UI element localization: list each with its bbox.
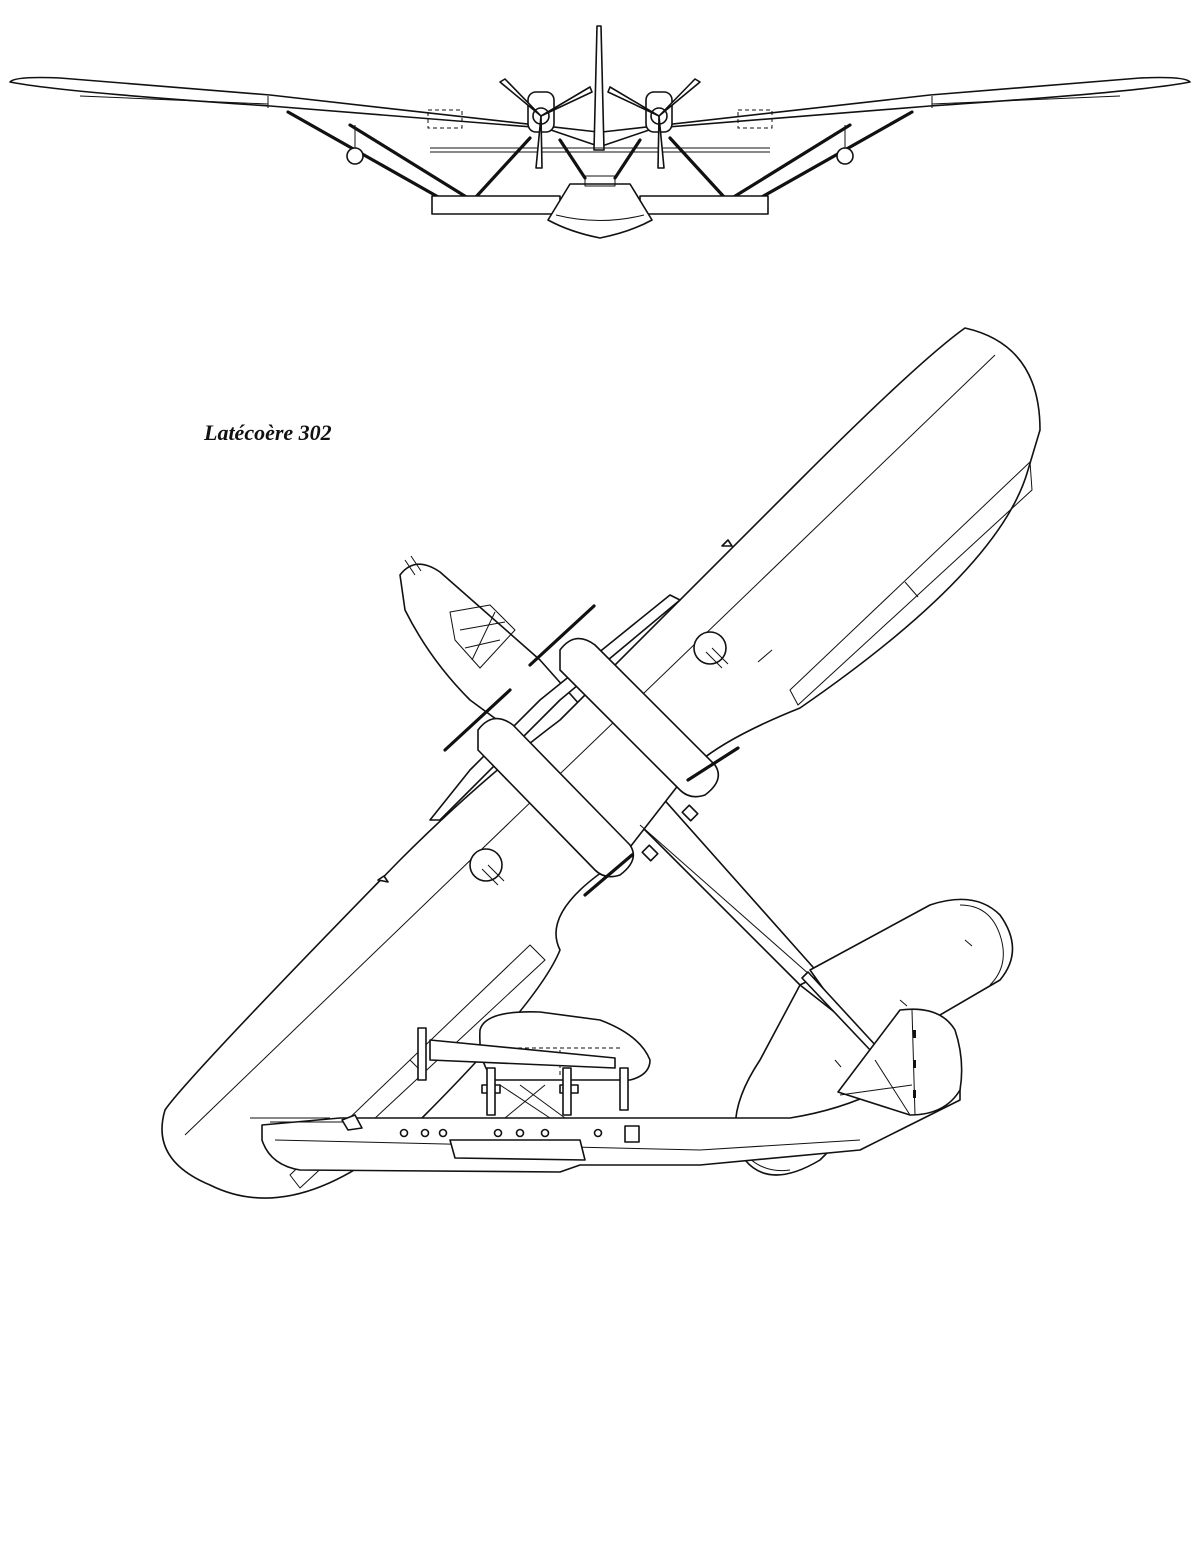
porthole-6 — [540, 1128, 550, 1138]
plan-prop-2 — [443, 688, 512, 752]
porthole-5 — [515, 1128, 525, 1138]
side-hull — [261, 1079, 961, 1173]
front-left-propeller — [499, 78, 542, 117]
plan-prop-4 — [583, 853, 634, 897]
front-hull — [547, 183, 653, 239]
plan-right-tailplane — [809, 898, 1014, 1051]
plan-prop-3 — [686, 746, 740, 782]
side-door — [624, 1125, 640, 1143]
plan-cockpit-glazing — [449, 604, 516, 669]
porthole-3 — [438, 1128, 448, 1138]
side-prop-2 — [562, 1067, 572, 1116]
front-right-wing — [601, 76, 1191, 147]
front-left-wing — [9, 76, 599, 147]
front-right-propeller — [607, 86, 660, 117]
porthole-2 — [420, 1128, 430, 1138]
side-vertical-tail — [837, 1008, 963, 1116]
plan-right-turret — [693, 631, 727, 665]
plan-hatch-1 — [681, 804, 699, 822]
side-sponson — [449, 1139, 586, 1161]
porthole-7 — [593, 1128, 603, 1138]
porthole-4 — [493, 1128, 503, 1138]
right-aileron — [789, 461, 1033, 706]
plan-right-nacelle — [559, 637, 720, 798]
plan-left-nacelle — [477, 717, 635, 878]
side-prop-1 — [486, 1067, 496, 1116]
aircraft-title: Latécoère 302 — [204, 420, 332, 445]
side-prop-upper — [417, 1027, 427, 1081]
plan-prop-1 — [528, 604, 596, 667]
left-tip-float — [346, 147, 364, 165]
right-tip-float — [836, 147, 854, 165]
side-upper-nacelle — [429, 1039, 616, 1069]
plan-hatch-2 — [641, 844, 659, 862]
porthole-1 — [399, 1128, 409, 1138]
side-prop-3 — [619, 1067, 629, 1111]
left-wing-marking — [427, 109, 463, 129]
right-wing-marking — [737, 109, 773, 129]
plan-left-turret — [469, 848, 503, 882]
right-outer-strut — [758, 110, 914, 200]
front-fin — [593, 25, 605, 151]
left-aileron — [289, 944, 546, 1189]
left-outer-strut — [286, 110, 442, 200]
